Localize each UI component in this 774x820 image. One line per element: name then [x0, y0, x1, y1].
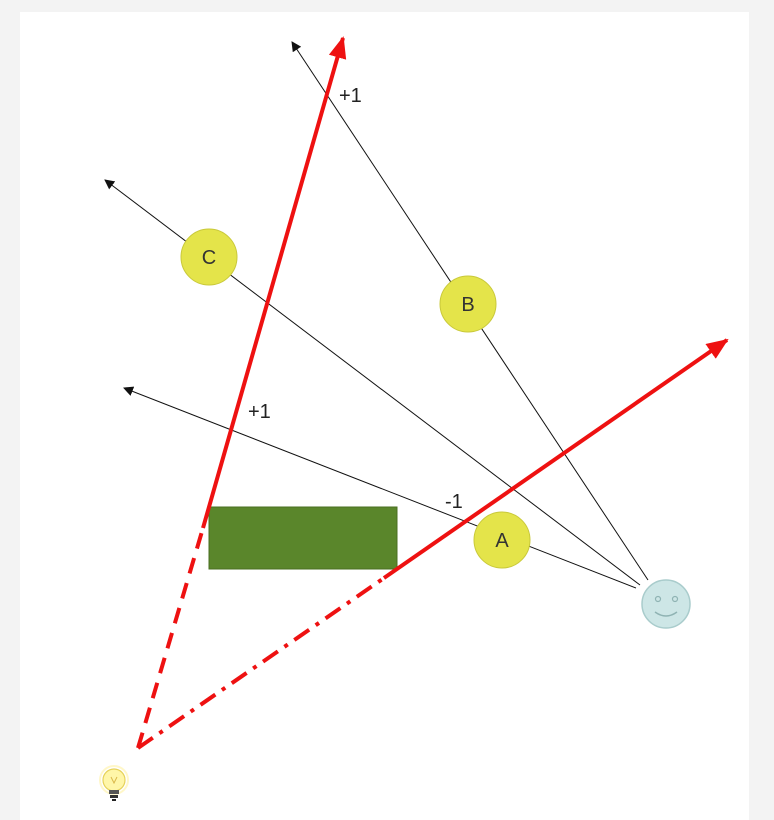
red-ray-right-dashed	[136, 576, 386, 750]
circle-c-label: C	[202, 247, 216, 269]
circle-b: B	[439, 275, 497, 333]
circle-b-label: B	[461, 294, 474, 316]
ray-to-a	[123, 386, 637, 589]
circle-a-label: A	[495, 530, 509, 552]
diagram-canvas	[20, 12, 749, 820]
red-ray-left-solid	[201, 36, 347, 529]
circle-a: A	[473, 511, 531, 569]
red-ray-right-solid	[382, 338, 729, 580]
light-bulb-icon	[99, 765, 129, 801]
red-ray-sign-label: +1	[248, 401, 271, 423]
ray-a-sign-label: -1	[445, 491, 463, 513]
circle-c: C	[180, 228, 238, 286]
red-ray-left-dashed	[136, 527, 205, 749]
obstacle-rectangle	[208, 506, 398, 570]
smiley-face-icon	[641, 579, 691, 629]
ray-b-sign-label: +1	[339, 85, 362, 107]
